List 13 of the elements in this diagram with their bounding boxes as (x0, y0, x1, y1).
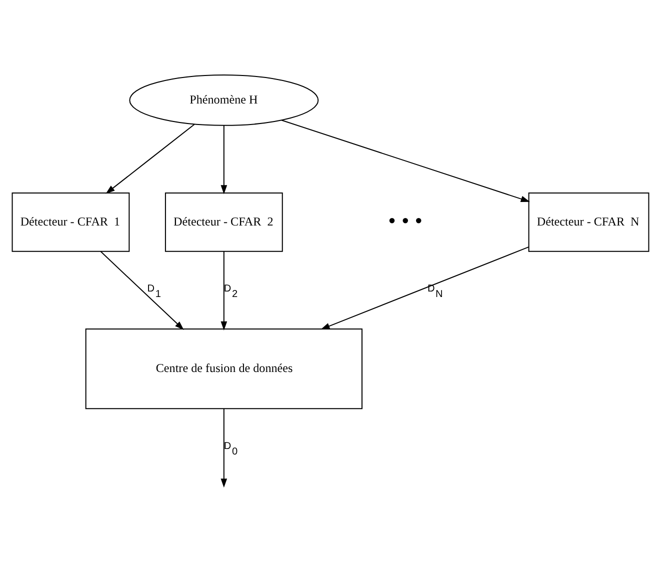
arrow (282, 119, 530, 202)
arrow (106, 123, 195, 194)
node-ellipse: Phénomène H (129, 74, 319, 126)
arrow (320, 246, 529, 329)
node-box: Centre de fusion de données (85, 328, 362, 409)
arrow (220, 250, 228, 330)
arrow (220, 408, 228, 488)
arrow (100, 250, 184, 330)
node-box: Détecteur - CFAR 2 (164, 192, 283, 252)
node-box: Détecteur - CFAR 1 (12, 192, 130, 252)
label: • • • (388, 207, 423, 232)
arrow (220, 125, 228, 194)
node-box: Détecteur - CFAR N (528, 192, 650, 252)
